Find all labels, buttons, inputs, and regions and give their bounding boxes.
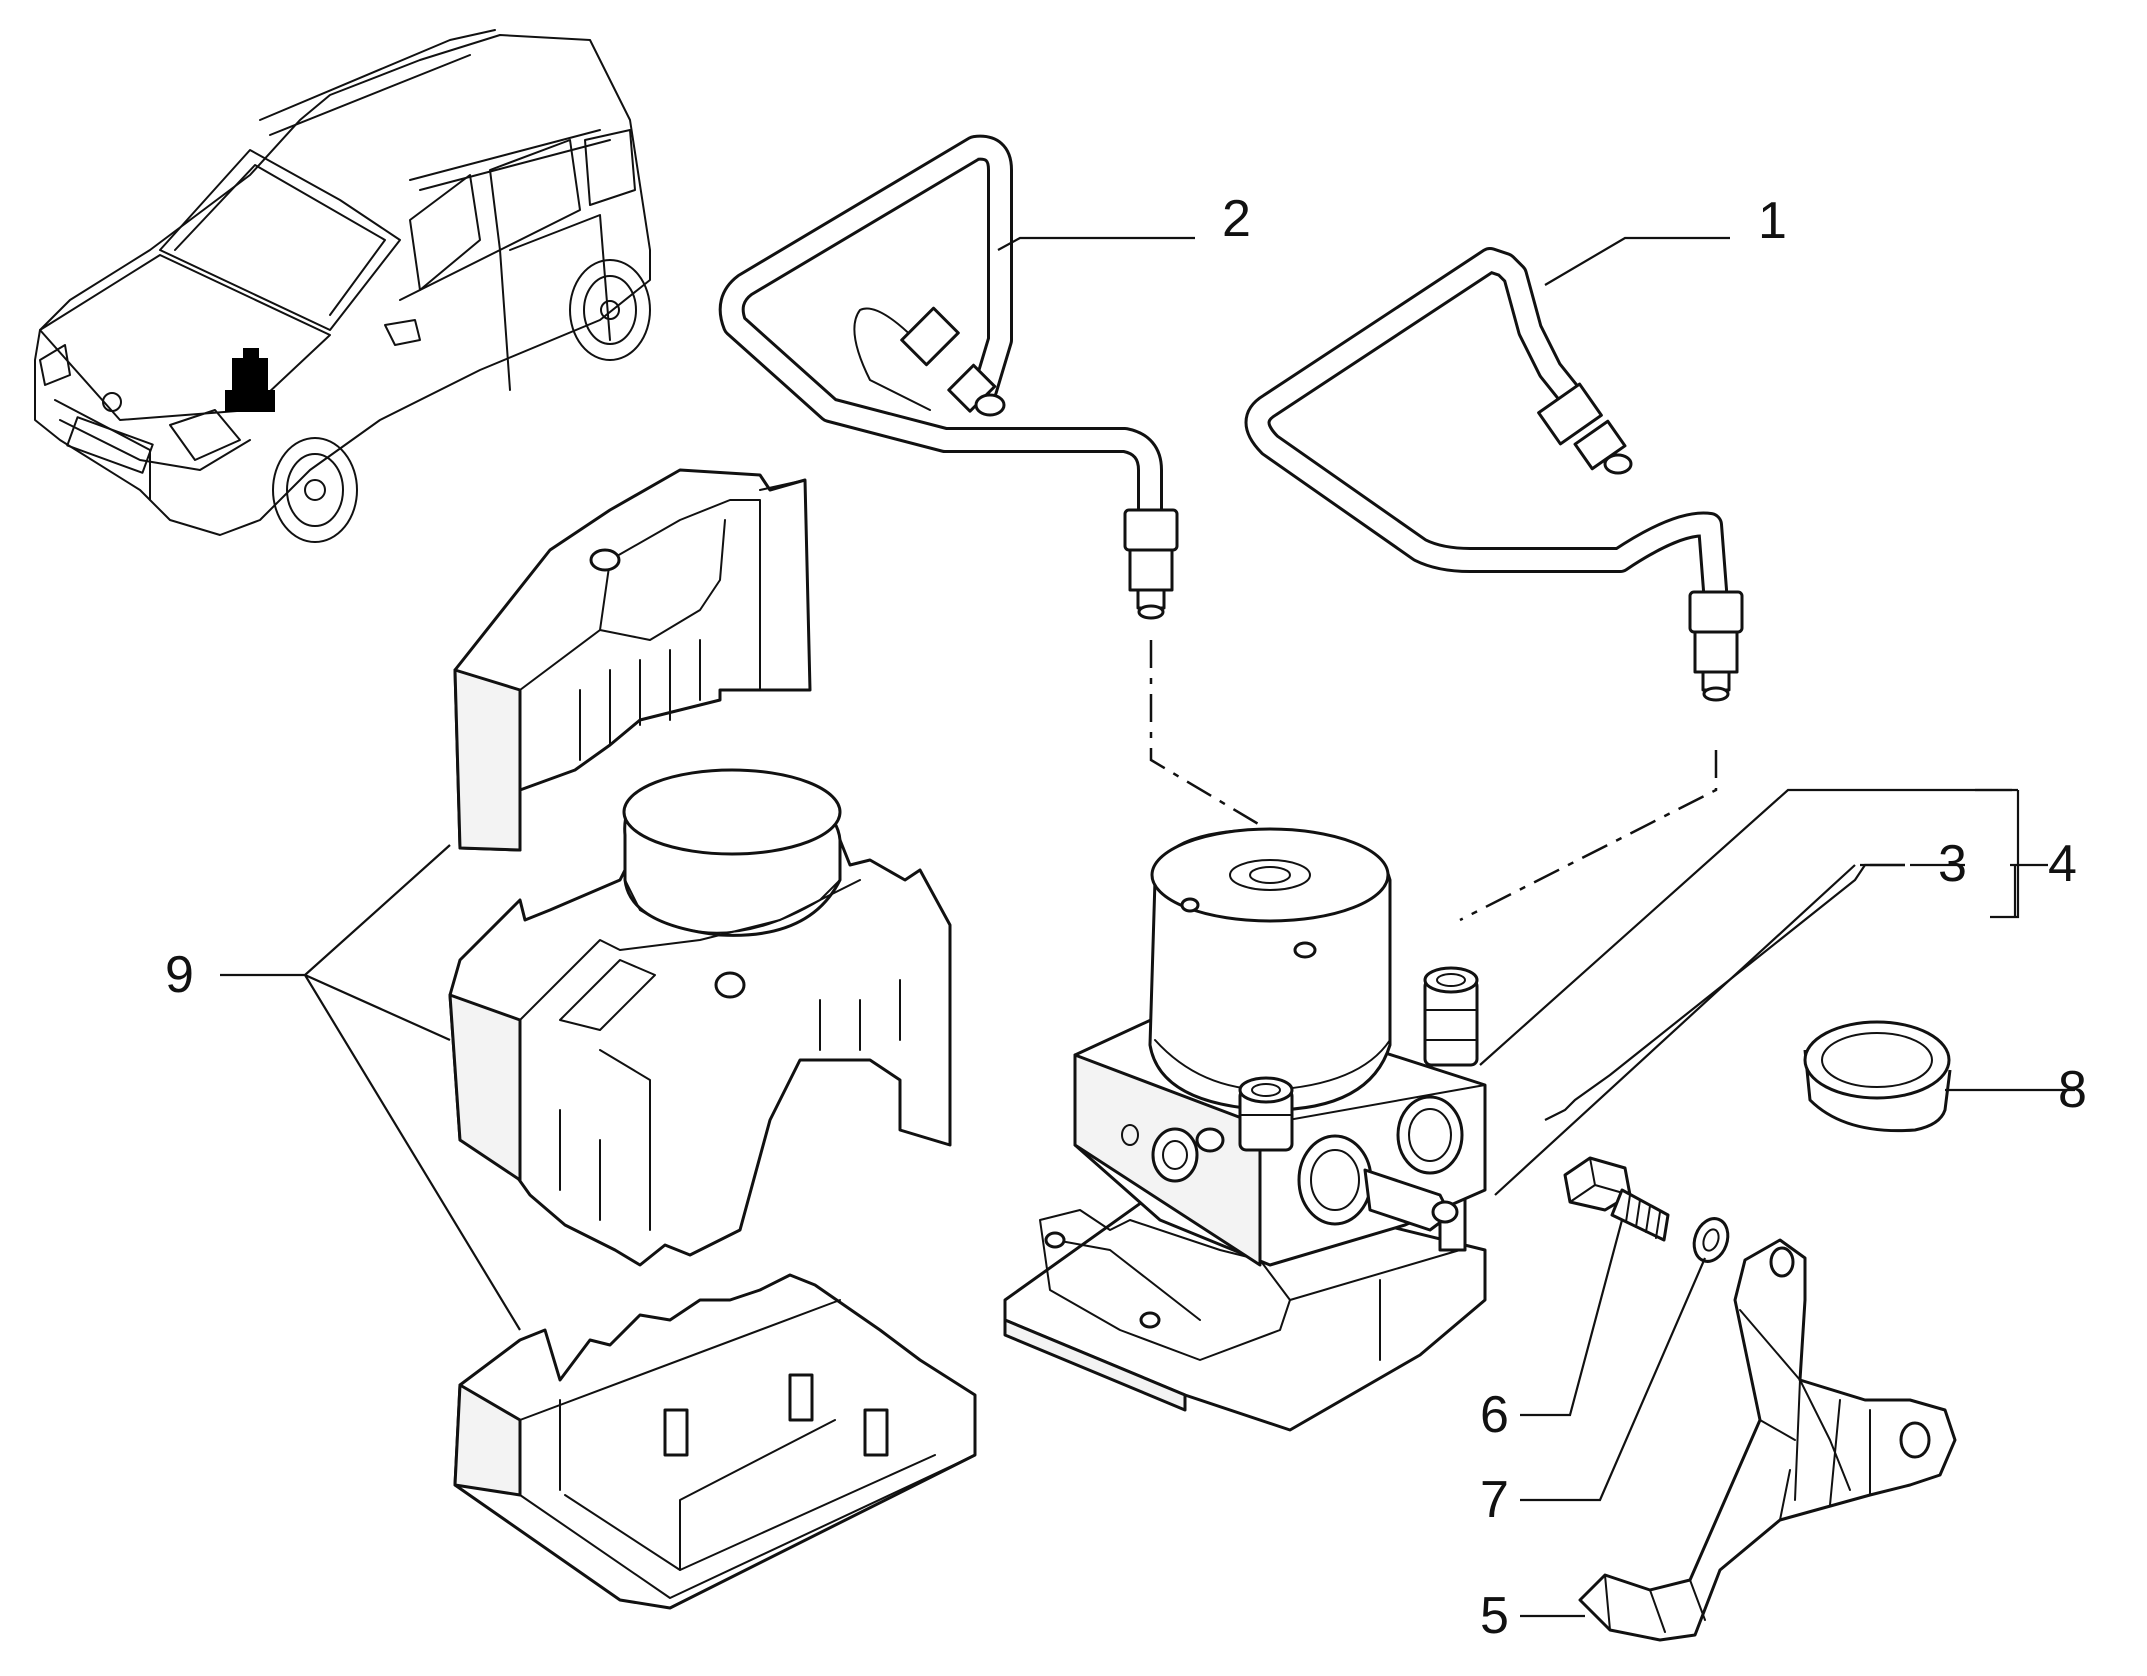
callout-5: 5: [1480, 1587, 1509, 1645]
car-locator-icon: [34, 29, 651, 543]
cover-top: [453, 468, 812, 852]
rubber-plug: [1803, 1020, 1952, 1133]
callout-7: 7: [1480, 1471, 1509, 1529]
brake-pipe-2: [718, 134, 1179, 620]
leader-lines: [220, 236, 2075, 1618]
bolt: [1563, 1156, 1670, 1242]
assembly-line-pipe-1: [1459, 750, 1718, 922]
callout-6: 6: [1480, 1386, 1509, 1444]
cover-middle: [448, 768, 952, 1267]
callout-8: 8: [2058, 1061, 2087, 1119]
mounting-bracket: [1578, 1238, 1957, 1642]
callout-4: 4: [2048, 835, 2077, 893]
callout-2: 2: [1222, 190, 1251, 248]
brake-pipe-1: [1244, 247, 1744, 702]
washer: [1692, 1217, 1730, 1263]
tray-bottom: [453, 1273, 977, 1610]
callout-1: 1: [1758, 192, 1787, 250]
callout-3: 3: [1938, 835, 1967, 893]
abs-location-marker: [225, 348, 275, 412]
callout-9: 9: [165, 946, 194, 1004]
abs-hydraulic-unit: [1003, 827, 1487, 1432]
